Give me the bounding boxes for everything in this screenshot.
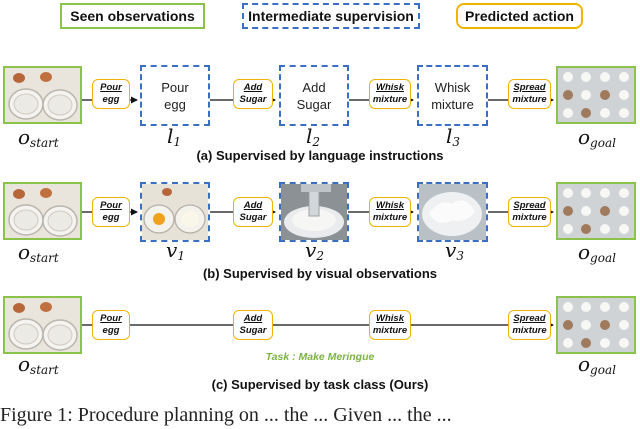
- legend-predicted-action: Predicted action: [456, 3, 583, 29]
- row-b-action-whisk-mixture: Whisk mixture: [369, 197, 411, 227]
- row-a-instruction-2: Add Sugar: [279, 65, 349, 126]
- row-b-label-goal: ogoal: [578, 240, 616, 265]
- row-c-action-pour-egg: Pour egg: [92, 310, 130, 340]
- row-c-start-image: [3, 296, 82, 354]
- row-c-action-whisk-mixture: Whisk mixture: [369, 310, 411, 340]
- row-a-label-l1: l1: [167, 124, 182, 149]
- meringues-tray-image: [558, 184, 634, 238]
- legend-intermediate-supervision: Intermediate supervision: [242, 3, 420, 29]
- legend-seen-observations: Seen observations: [60, 3, 205, 29]
- row-b-action-pour-egg: Pour egg: [92, 197, 130, 227]
- bowls-eggs-image: [5, 184, 80, 238]
- row-b-caption: (b) Supervised by visual observations: [202, 266, 438, 281]
- row-a-label-l3: l3: [446, 124, 461, 149]
- row-b-label-start: ostart: [18, 240, 59, 265]
- meringues-tray-image: [558, 298, 634, 352]
- row-b-goal-image: [556, 182, 636, 240]
- bowls-eggs-image: [5, 298, 80, 352]
- row-b-label-v3: v3: [445, 238, 464, 263]
- row-b-start-image: [3, 182, 82, 240]
- row-b-visual-1: [140, 182, 210, 242]
- row-b-label-v1: v1: [166, 238, 185, 263]
- bowls-eggs-image: [5, 68, 80, 122]
- row-a-action-pour-egg: Pour egg: [92, 79, 130, 109]
- row-a-caption: (a) Supervised by language instructions: [196, 148, 444, 163]
- row-c-action-add-sugar: Add Sugar: [233, 310, 273, 340]
- row-a-label-goal: ogoal: [578, 125, 616, 150]
- row-a-label-start: ostart: [18, 125, 59, 150]
- separated-eggs-image: [142, 184, 208, 240]
- row-b-action-add-sugar: Add Sugar: [233, 197, 273, 227]
- whipped-meringue-image: [419, 184, 486, 240]
- row-b-visual-2: [279, 182, 349, 242]
- row-a-action-spread-mixture: Spread mixture: [508, 79, 551, 109]
- row-a-action-whisk-mixture: Whisk mixture: [369, 79, 411, 109]
- row-c-label-start: ostart: [18, 352, 59, 377]
- row-a-goal-image: [556, 66, 636, 124]
- row-c-goal-image: [556, 296, 636, 354]
- row-c-caption: (c) Supervised by task class (Ours): [211, 377, 429, 392]
- row-c-task-label: Task : Make Meringue: [265, 351, 375, 363]
- row-a-label-l2: l2: [306, 124, 321, 149]
- row-a-start-image: [3, 66, 82, 124]
- meringues-tray-image: [558, 68, 634, 122]
- row-a-instruction-3: Whisk mixture: [417, 65, 488, 126]
- row-b-label-v2: v2: [305, 238, 324, 263]
- mixer-bowl-image: [281, 184, 347, 240]
- row-a-action-add-sugar: Add Sugar: [233, 79, 273, 109]
- row-c-label-goal: ogoal: [578, 352, 616, 377]
- row-c-action-spread-mixture: Spread mixture: [508, 310, 551, 340]
- row-b-visual-3: [417, 182, 488, 242]
- row-b-action-spread-mixture: Spread mixture: [508, 197, 551, 227]
- row-a-instruction-1: Pour egg: [140, 65, 210, 126]
- figure-caption: Figure 1: Procedure planning on ... the …: [0, 404, 452, 426]
